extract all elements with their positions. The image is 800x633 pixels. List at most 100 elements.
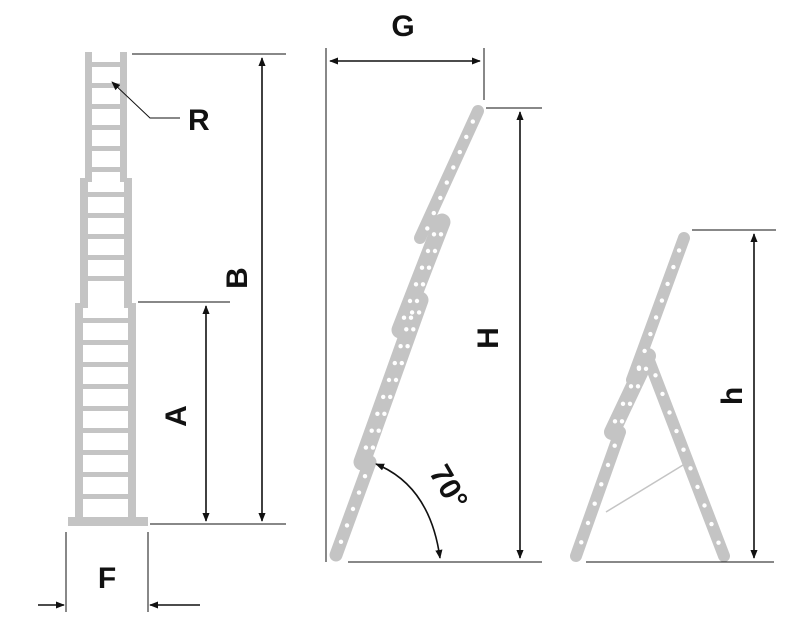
front-view-ladder [68, 52, 148, 526]
leaning-lower-section [353, 291, 429, 471]
rung-hole [579, 540, 584, 545]
rung-hole [404, 327, 409, 332]
label-r: R [188, 104, 210, 137]
rung-hole [398, 344, 403, 349]
rung [88, 62, 124, 67]
rung-hole [407, 298, 413, 304]
rung-hole [405, 344, 410, 349]
rung [88, 104, 124, 109]
rung-hole [605, 462, 611, 468]
rung-hole [344, 523, 350, 528]
rung-hole [676, 248, 682, 253]
rung-hole [376, 428, 381, 433]
rung-hole [667, 410, 672, 415]
rung-hole [438, 232, 444, 237]
rung [79, 384, 132, 389]
rung-hole [643, 366, 649, 371]
rung-hole [444, 180, 449, 185]
rung-hole [381, 394, 386, 400]
rung [79, 472, 132, 477]
rung-hole [393, 377, 399, 383]
rung-hole [419, 265, 425, 270]
rung-hole [432, 248, 438, 254]
leaning-ladder-holes [338, 119, 475, 544]
rung-hole [414, 298, 420, 304]
rung-hole [659, 298, 665, 303]
label-b: B [221, 267, 254, 289]
rung [79, 494, 132, 499]
rung-hole [363, 445, 369, 450]
rung-hole [438, 195, 443, 201]
rung-hole [612, 443, 617, 448]
rung [79, 340, 132, 345]
rung-hole [628, 384, 634, 389]
rung-hole [457, 149, 462, 155]
rung-hole [665, 281, 670, 287]
top-left-rail [85, 52, 92, 182]
rung-hole [648, 331, 653, 337]
label-a: A [160, 405, 193, 427]
rung-hole [409, 310, 415, 315]
middle-left-rail [80, 178, 88, 308]
rung-hole [411, 327, 416, 332]
rung-hole [592, 501, 597, 506]
rung [88, 167, 124, 172]
rung-hole [399, 360, 404, 366]
a-frame-bottom-section [570, 426, 626, 562]
rung-hole [688, 466, 693, 471]
rung [84, 192, 128, 197]
rung [79, 318, 132, 323]
leaning-middle-section [391, 213, 451, 339]
label-h-lower: h [716, 387, 749, 405]
rung-hole [338, 539, 344, 544]
rung-hole [392, 360, 397, 366]
rung-hole [612, 419, 618, 424]
rung-hole [585, 520, 591, 526]
rung [84, 255, 128, 260]
rung-hole [362, 474, 368, 479]
rung-hole [674, 428, 679, 434]
rung-hole [431, 232, 437, 237]
rung-hole [695, 484, 700, 490]
rung-hole [635, 384, 641, 389]
a-frame-rear-leg [642, 352, 730, 562]
rung [88, 146, 124, 151]
rung [84, 276, 128, 281]
middle-right-rail [124, 178, 132, 308]
label-angle: 70° [423, 459, 474, 515]
rung-hole [356, 490, 362, 495]
rung-hole [702, 503, 707, 508]
rung-hole [431, 210, 436, 216]
rung-hole [416, 310, 422, 315]
rung-hole [388, 394, 393, 400]
rung-hole [386, 377, 392, 383]
rung [84, 234, 128, 239]
rung [88, 83, 124, 88]
rung-hole [619, 419, 625, 424]
rung-hole [470, 119, 475, 124]
rung-hole [426, 265, 432, 270]
front-view-rungs [79, 62, 132, 499]
rung-hole [370, 445, 376, 450]
rung-hole [375, 411, 380, 416]
label-f: F [98, 562, 116, 595]
rung [88, 125, 124, 130]
base-plate [68, 517, 148, 526]
rung-hole [350, 506, 356, 512]
rung-hole [716, 540, 721, 545]
label-h-upper: H [472, 327, 505, 349]
spreader-bar [605, 461, 689, 513]
side-view-leaning-ladder [329, 105, 484, 562]
rung-hole [681, 447, 686, 452]
rung-hole [627, 401, 633, 406]
rung-hole [660, 391, 665, 397]
label-g: G [391, 10, 414, 43]
rung-hole [408, 315, 414, 320]
top-right-rail [120, 52, 127, 182]
rung-hole [464, 134, 469, 140]
a-frame-holes [579, 248, 721, 545]
rung-hole [382, 411, 387, 416]
rung-hole [642, 348, 647, 354]
rung-hole [451, 165, 456, 170]
